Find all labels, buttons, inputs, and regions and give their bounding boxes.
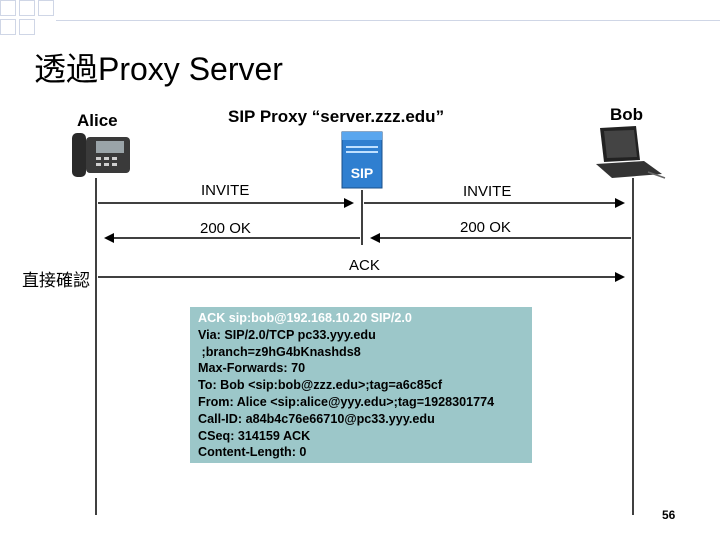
ack-label: ACK: [349, 257, 380, 274]
sip-line-3: ;branch=z9hG4bKnashds8: [198, 344, 361, 359]
sip-server-icon: SIP: [341, 131, 383, 189]
ok-label-left: 200 OK: [200, 220, 251, 237]
decor-line: [56, 20, 720, 21]
slide-title: 透過Proxy Server: [34, 51, 283, 87]
direct-confirm-label: 直接確認: [22, 271, 90, 291]
proxy-icon-text: SIP: [351, 165, 374, 181]
invite-label-left: INVITE: [201, 182, 250, 199]
sip-line-7: Call-ID: a84b4c76e66710@pc33.yyy.edu: [198, 411, 435, 426]
proxy-label: SIP Proxy “server.zzz.edu”: [228, 107, 445, 126]
bob-label: Bob: [610, 105, 644, 124]
sip-line-6: From: Alice <sip:alice@yyy.edu>;tag=1928…: [198, 394, 495, 409]
phone-icon: [72, 133, 130, 177]
alice-label: Alice: [77, 111, 118, 130]
sip-line-2: Via: SIP/2.0/TCP pc33.yyy.edu: [198, 327, 376, 342]
sip-line-8: CSeq: 314159 ACK: [198, 428, 311, 443]
laptop-icon: [596, 126, 666, 179]
invite-label-right: INVITE: [463, 183, 512, 200]
sip-line-5: To: Bob <sip:bob@zzz.edu>;tag=a6c85cf: [198, 378, 443, 393]
sip-line-1: ACK sip:bob@192.168.10.20 SIP/2.0: [198, 311, 412, 325]
sip-line-4: Max-Forwards: 70: [198, 361, 306, 376]
sip-line-9: Content-Length: 0: [198, 445, 307, 460]
ok-label-right: 200 OK: [460, 219, 511, 236]
page-number: 56: [662, 508, 676, 522]
